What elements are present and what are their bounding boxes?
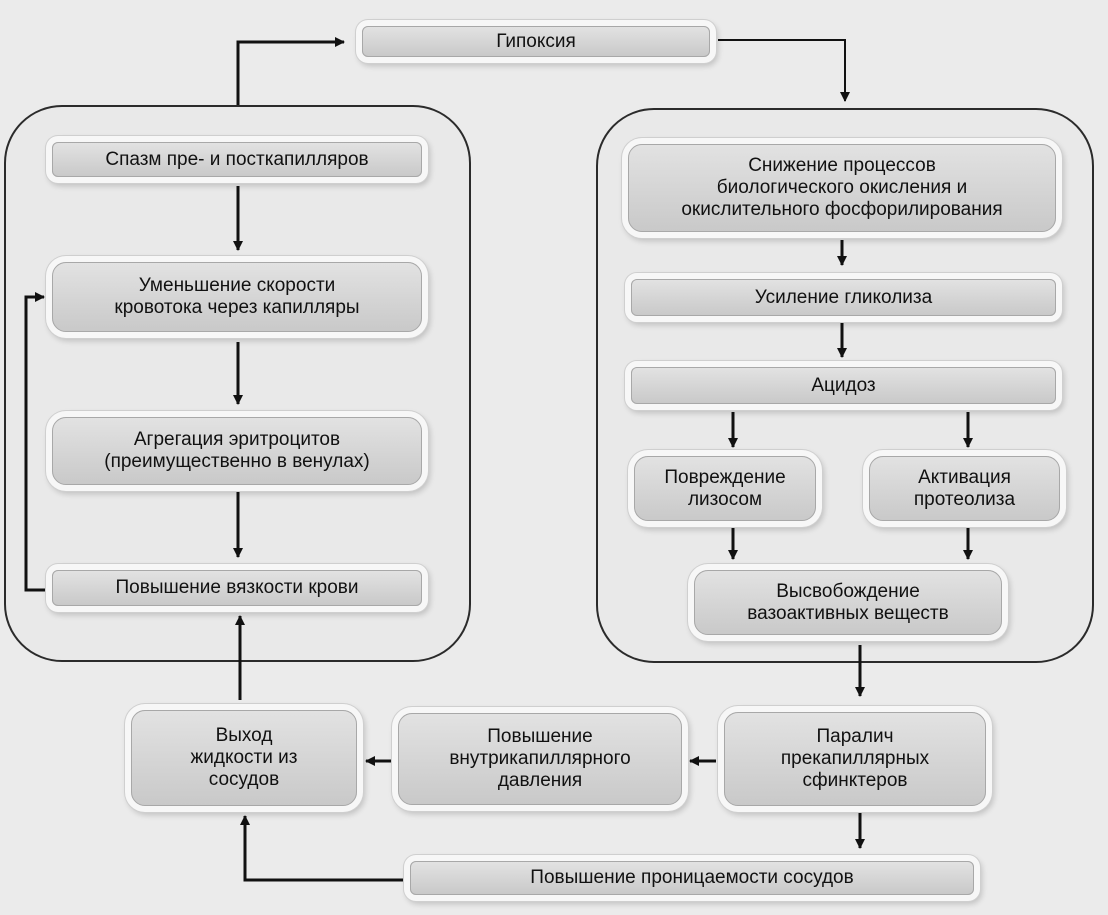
node-erythrocyte-aggregation: Агрегация эритроцитов (преимущественно в…: [52, 417, 422, 485]
arrow-hypoxia-to-right-group: [718, 39, 850, 102]
node-lysosome-damage: Повреждение лизосом: [634, 456, 816, 521]
node-fluid-exit: Выход жидкости из сосудов: [131, 710, 357, 806]
arrow-left-group-to-hypoxia: [236, 37, 345, 105]
node-spasm: Спазм пре- и посткапилляров: [52, 142, 422, 177]
node-proteolysis-activation: Активация протеолиза: [869, 456, 1060, 521]
node-vascular-permeability: Повышение проницаемости сосудов: [410, 861, 974, 895]
node-intracapillary-pressure: Повышение внутрикапиллярного давления: [398, 713, 682, 805]
node-hypoxia: Гипоксия: [362, 26, 710, 57]
arrow-permeability-to-exit: [240, 815, 404, 882]
node-blood-viscosity: Повышение вязкости крови: [52, 570, 422, 606]
node-oxidation-decrease: Снижение процессов биологического окисле…: [628, 144, 1056, 232]
node-vasoactive-release: Высвобождение вазоактивных веществ: [694, 570, 1002, 635]
node-sphincter-paralysis: Паралич прекапиллярных сфинктеров: [724, 712, 986, 806]
node-acidosis: Ацидоз: [631, 367, 1056, 404]
arrow-viscosity-feedback-to-speed: [24, 292, 50, 592]
node-blood-flow-speed: Уменьшение скорости кровотока через капи…: [52, 262, 422, 332]
node-glycolysis: Усиление гликолиза: [631, 279, 1056, 316]
